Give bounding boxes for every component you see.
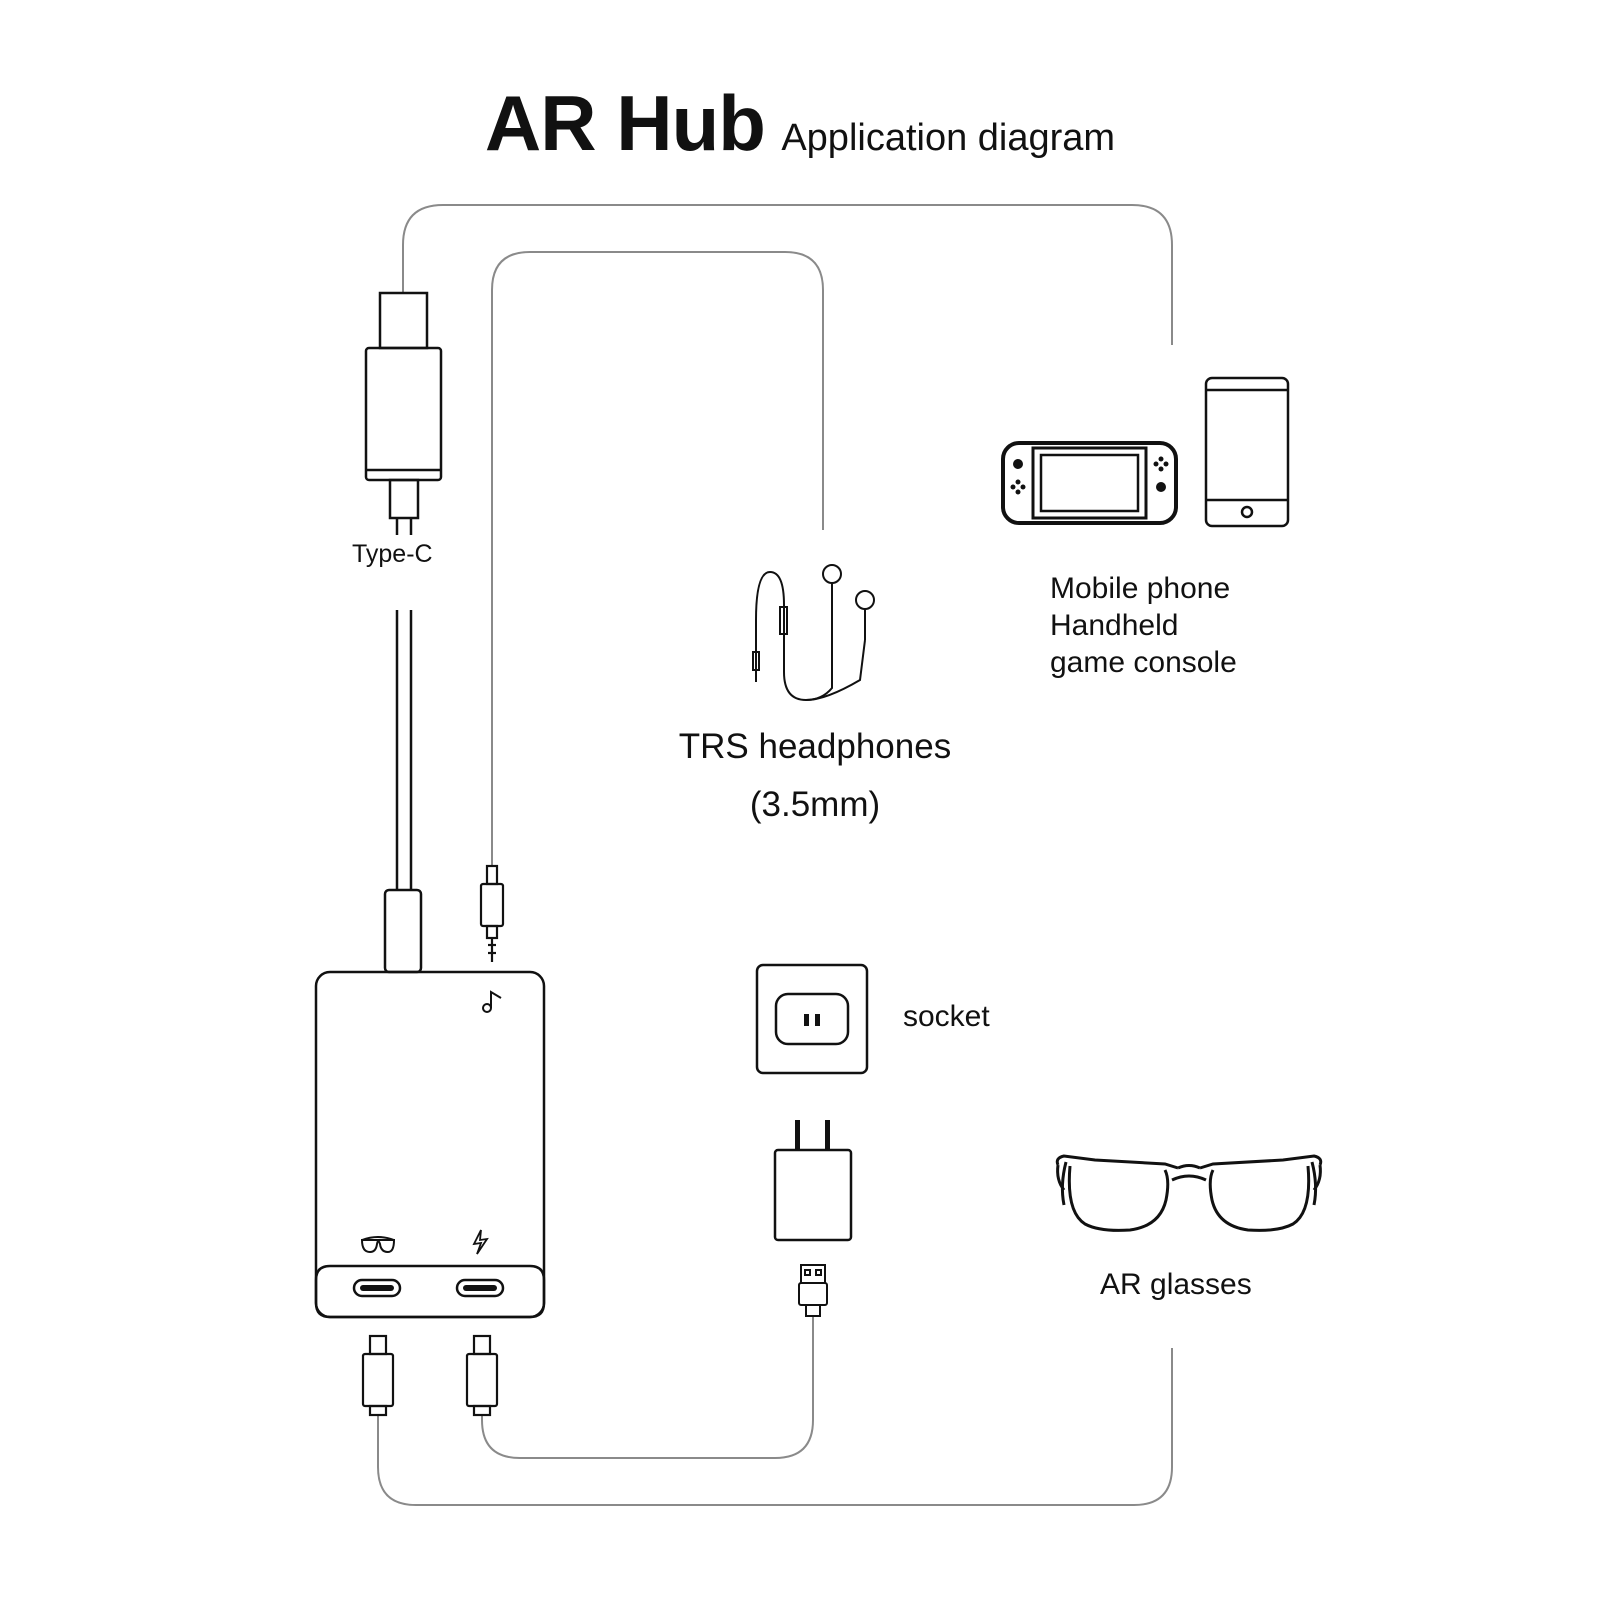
cable-headphones (491, 251, 824, 866)
glasses-port-icon (360, 1236, 396, 1254)
mobile-label-line1: Mobile phone (1050, 572, 1231, 605)
ar-glasses-icon (1055, 1154, 1323, 1232)
cable-power (481, 1316, 814, 1459)
diagram-title: AR Hub Application diagram (0, 78, 1600, 169)
cable-typec-to-phone (402, 204, 1173, 345)
music-note-icon (482, 990, 502, 1013)
headphones-label-line1: TRS headphones (678, 727, 952, 766)
title-subtitle: Application diagram (781, 117, 1116, 159)
title-main: AR Hub (484, 79, 766, 167)
socket-label: socket (903, 1000, 990, 1033)
type-c-plug-icon (361, 1334, 395, 1417)
power-adapter-icon (773, 1120, 853, 1242)
ar-glasses-label: AR glasses (1100, 1268, 1252, 1301)
lightning-bolt-icon (472, 1229, 489, 1255)
earphones-icon (752, 564, 875, 702)
headphones-label-line2: (3.5mm) (749, 785, 881, 824)
mobile-phone-icon (1204, 376, 1290, 528)
cables (377, 204, 1173, 1506)
type-c-plug-icon (364, 291, 443, 974)
type-c-plug-icon (465, 1334, 499, 1417)
headphones-label: TRS headphones (3.5mm) (640, 718, 990, 834)
audio-jack-plug-icon (479, 864, 505, 962)
wall-socket-icon (755, 963, 869, 1075)
cable-glasses (377, 1348, 1173, 1506)
hub-device-icon (314, 970, 546, 1319)
mobile-label: Mobile phone Handheld game console (1050, 570, 1237, 681)
game-console-icon (1001, 441, 1178, 525)
type-c-label: Type-C (352, 540, 433, 568)
mobile-label-line3: game console (1050, 646, 1237, 679)
usb-a-plug-icon (798, 1264, 828, 1317)
mobile-label-line2: Handheld (1050, 609, 1179, 642)
